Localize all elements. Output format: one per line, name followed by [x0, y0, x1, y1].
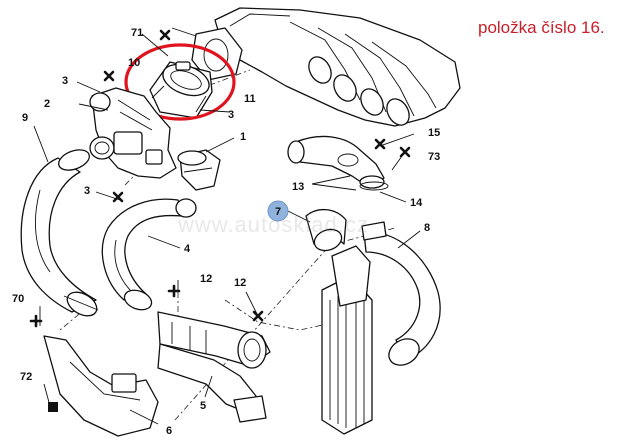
label-7: 7: [275, 206, 281, 218]
label-72: 72: [20, 371, 32, 383]
label-13: 13: [292, 181, 304, 193]
label-9: 9: [22, 112, 28, 124]
intercooler: [321, 245, 373, 435]
label-14: 14: [410, 197, 423, 209]
label-3c: 3: [84, 185, 90, 197]
label-12a: 12: [200, 273, 212, 285]
label-8: 8: [424, 222, 430, 234]
highlight-ring: [124, 43, 236, 121]
label-3b: 3: [228, 109, 234, 121]
label-15: 15: [428, 127, 440, 139]
sensor-1: [177, 149, 221, 191]
hose-4: [101, 198, 197, 311]
square-marker-72: [48, 402, 58, 412]
label-10: 10: [128, 57, 140, 69]
label-2: 2: [44, 98, 50, 110]
coupling-sleeve-10: [149, 61, 213, 119]
throttle-body-2: [89, 87, 177, 179]
label-3a: 3: [62, 75, 68, 87]
badge-7: [267, 200, 289, 222]
hose-8: [361, 221, 441, 366]
charge-pipe-5: [157, 311, 271, 423]
label-4: 4: [184, 243, 191, 255]
fastener-markers: [29, 29, 411, 328]
label-71: 71: [131, 27, 143, 39]
intake-manifold: [214, 7, 461, 127]
hose-9: [20, 149, 99, 317]
label-1: 1: [240, 131, 246, 143]
hose-7: [305, 209, 347, 252]
label-73: 73: [428, 151, 440, 163]
item-note: položka číslo 16.: [478, 18, 605, 37]
label-6: 6: [166, 425, 172, 437]
label-12b: 12: [234, 277, 246, 289]
bracket-6: [43, 335, 159, 437]
watermark: www.autosklad.cz: [178, 212, 369, 237]
label-70: 70: [12, 293, 24, 305]
pipe-13: [287, 135, 389, 191]
label-11: 11: [244, 93, 256, 105]
label-5: 5: [200, 400, 206, 412]
